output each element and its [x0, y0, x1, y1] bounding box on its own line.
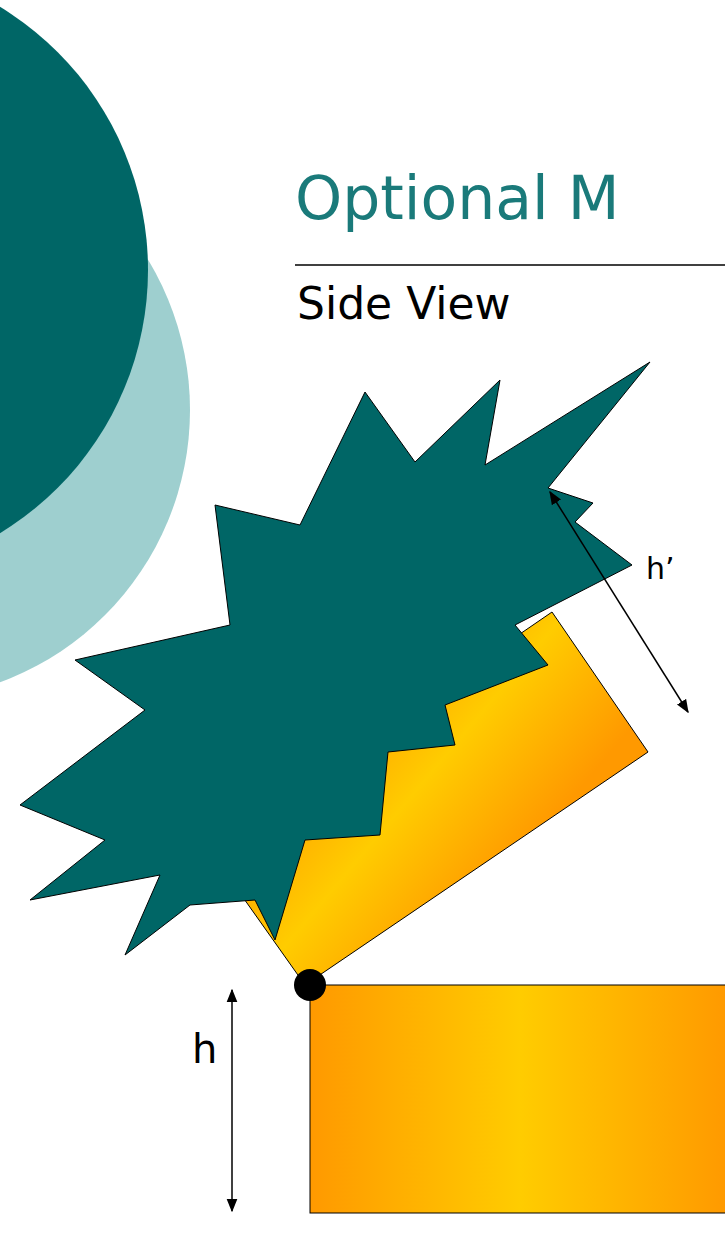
title-rule: [295, 264, 725, 266]
base-block: [310, 985, 725, 1213]
subtitle: Side View: [297, 282, 511, 326]
dimension-label: h: [190, 1028, 219, 1070]
dimension-label: h’: [644, 553, 677, 585]
deco-circle-dark: [0, 0, 148, 578]
slide-title: Optional M: [295, 168, 620, 228]
pivot-dot: [294, 969, 326, 1001]
dimension-arrow: [550, 492, 688, 712]
dimension-arrow: [231, 990, 233, 1211]
spiky-blob: [20, 362, 650, 955]
